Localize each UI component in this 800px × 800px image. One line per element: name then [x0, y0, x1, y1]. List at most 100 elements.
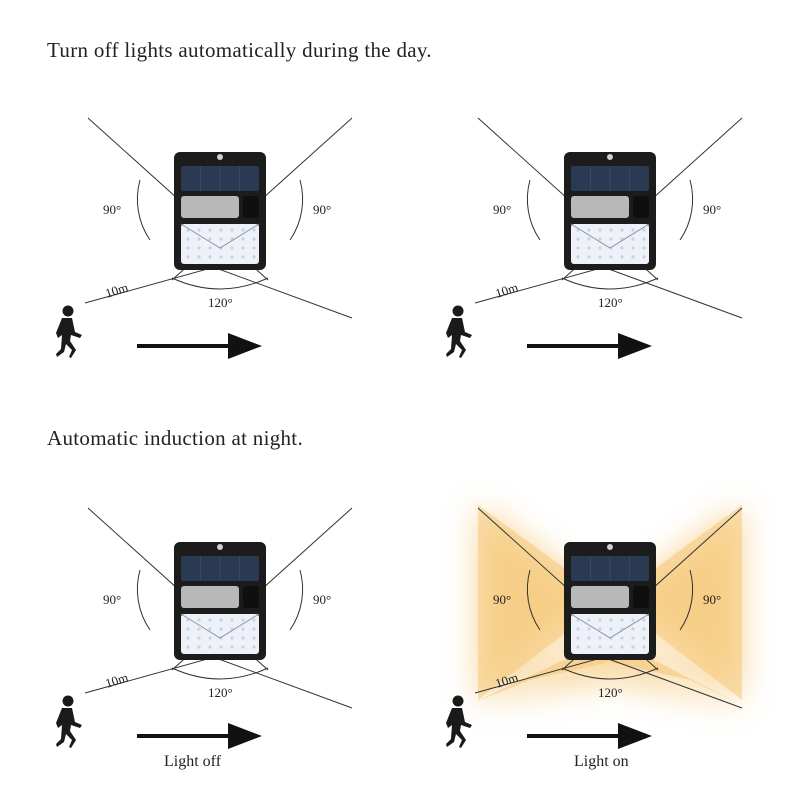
led-dot: [241, 645, 245, 649]
led-dot: [197, 645, 201, 649]
led-dot: [631, 636, 635, 640]
led-dot: [598, 237, 602, 241]
led-dot: [197, 636, 201, 640]
right-angle-label: 90°: [313, 592, 331, 607]
led-dot: [252, 636, 256, 640]
led-dot: [241, 627, 245, 631]
led-dot: [598, 645, 602, 649]
bottom-angle-label: 120°: [598, 295, 623, 310]
led-dot: [208, 636, 212, 640]
led-dot: [230, 636, 234, 640]
arrow-head: [228, 333, 262, 359]
led-dot: [631, 246, 635, 250]
diagram-svg: 90°90°120°10m: [56, 117, 353, 359]
led-dot: [241, 228, 245, 232]
person-head: [452, 305, 464, 317]
solar-wall-light-icon: [174, 542, 266, 660]
led-dot: [241, 255, 245, 259]
led-dot: [587, 237, 591, 241]
day-heading: Turn off lights automatically during the…: [47, 38, 432, 62]
led-dot: [598, 627, 602, 631]
solar-wall-light-icon: [564, 152, 656, 270]
bottom-angle-label: 120°: [208, 685, 233, 700]
right-arrow-icon: [527, 333, 652, 359]
led-dot: [587, 255, 591, 259]
device-sensor-dot: [217, 544, 223, 550]
bottom-glow: [475, 635, 742, 705]
led-dot: [620, 228, 624, 232]
led-dot: [241, 618, 245, 622]
led-dot: [620, 255, 624, 259]
led-dot: [620, 636, 624, 640]
left-angle-arc: [526, 569, 541, 631]
led-dot: [642, 255, 646, 259]
led-dot: [208, 246, 212, 250]
led-dot: [587, 627, 591, 631]
led-dot: [631, 618, 635, 622]
left-angle-arc: [526, 179, 541, 241]
led-panel: [181, 224, 259, 264]
led-panel: [181, 614, 259, 654]
led-dot: [609, 627, 613, 631]
led-dot: [197, 618, 201, 622]
led-dot: [631, 645, 635, 649]
right-light-cone: [612, 505, 742, 700]
led-dot: [576, 255, 580, 259]
led-dot: [252, 228, 256, 232]
led-dot: [219, 627, 223, 631]
right-arrow-icon: [137, 333, 262, 359]
led-dot: [241, 237, 245, 241]
distance-label: 10m: [103, 279, 130, 300]
led-dot: [620, 645, 624, 649]
caption-light-on: Light on: [574, 753, 629, 770]
diagram-svg: 90°90°120°10m: [446, 505, 743, 749]
motion-sensor: [571, 586, 629, 608]
bottom-angle-label: 120°: [598, 685, 623, 700]
right-angle-arc: [289, 179, 304, 241]
led-dot: [642, 636, 646, 640]
led-dot: [642, 237, 646, 241]
walking-person-icon: [56, 695, 82, 748]
diagram-svg: 90° 90° 120° 10m: [446, 117, 743, 359]
panel-day-2: 90° 90° 120° 10m: [390, 100, 790, 400]
led-divider: [570, 613, 650, 639]
device-sensor-dot: [607, 544, 613, 550]
left-angle-label: 90°: [493, 202, 511, 217]
led-dot: [631, 255, 635, 259]
walking-person-icon: [446, 695, 472, 748]
led-panel: [571, 614, 649, 654]
led-dot: [208, 237, 212, 241]
led-dot: [230, 645, 234, 649]
led-dot: [620, 618, 624, 622]
led-dot: [252, 627, 256, 631]
mode-switch: [243, 586, 259, 608]
led-divider: [570, 223, 650, 249]
led-dot: [197, 246, 201, 250]
right-angle-label: 90°: [703, 202, 721, 217]
led-dot: [587, 246, 591, 250]
led-dot: [252, 246, 256, 250]
led-dot: [609, 645, 613, 649]
led-dot: [208, 255, 212, 259]
device-sensor-dot: [217, 154, 223, 160]
motion-sensor: [181, 586, 239, 608]
panel-day-1: 90°90°120°10m: [0, 100, 400, 400]
motion-sensor: [181, 196, 239, 218]
led-dot: [609, 228, 613, 232]
led-dot: [186, 645, 190, 649]
distance-label: 10m: [493, 279, 520, 300]
bottom-angle-label: 120°: [208, 295, 233, 310]
person-head: [452, 695, 464, 707]
right-angle-label: 90°: [703, 592, 721, 607]
bottom-angle-arc: [561, 667, 659, 680]
right-angle-arc: [679, 569, 694, 631]
bottom-angle-arc: [171, 667, 269, 680]
led-dot: [620, 246, 624, 250]
led-dot: [642, 645, 646, 649]
solar-wall-light-icon: [564, 542, 656, 660]
panel-night-off: 90°90°120°10m: [0, 490, 400, 790]
left-angle-label: 90°: [103, 202, 121, 217]
led-dot: [186, 627, 190, 631]
led-dot: [197, 237, 201, 241]
person-body: [56, 708, 82, 748]
